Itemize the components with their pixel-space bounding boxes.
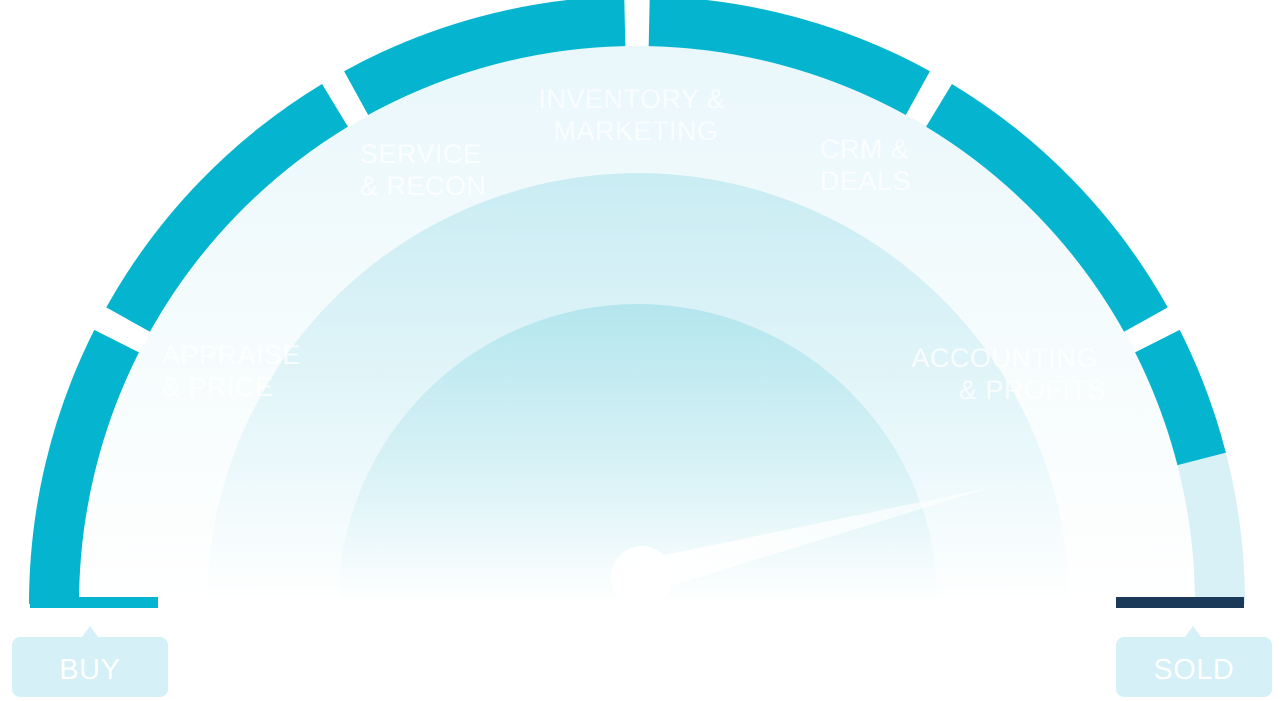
arc-segment-6-pending [1177,452,1245,604]
stage-label-service: SERVICE & RECON [360,139,490,201]
sold-badge: SOLD [1116,626,1272,697]
stage-label-crm: CRM & DEALS [820,134,918,196]
stage-label-accounting: ACCOUNTING & PROFITS [911,343,1106,405]
arc-segment-3 [344,0,626,116]
arc-segment-6 [1135,329,1226,466]
stage-label-appraise: APPRAISE & PRICE [162,340,309,402]
buy-badge-pointer [82,626,98,637]
gauge-arc [29,0,1245,604]
sold-tick [1116,597,1244,608]
sold-badge-pointer [1185,626,1201,637]
sold-label: SOLD [1154,654,1235,686]
sold-badge-box [1116,637,1272,697]
arc-segment-5 [926,83,1168,332]
gauge-needle [611,487,991,608]
arc-segment-1 [29,329,139,604]
buy-badge-box [12,637,168,697]
buy-label: BUY [59,654,120,686]
inner-band [338,304,938,604]
buy-tick [30,597,158,608]
arc-segment-4 [648,0,930,116]
stage-label-inventory: INVENTORY & MARKETING [538,84,733,146]
buy-badge: BUY [12,626,168,697]
needle-pointer [637,487,991,594]
needle-hub [611,546,673,608]
arc-segment-2 [106,83,348,332]
